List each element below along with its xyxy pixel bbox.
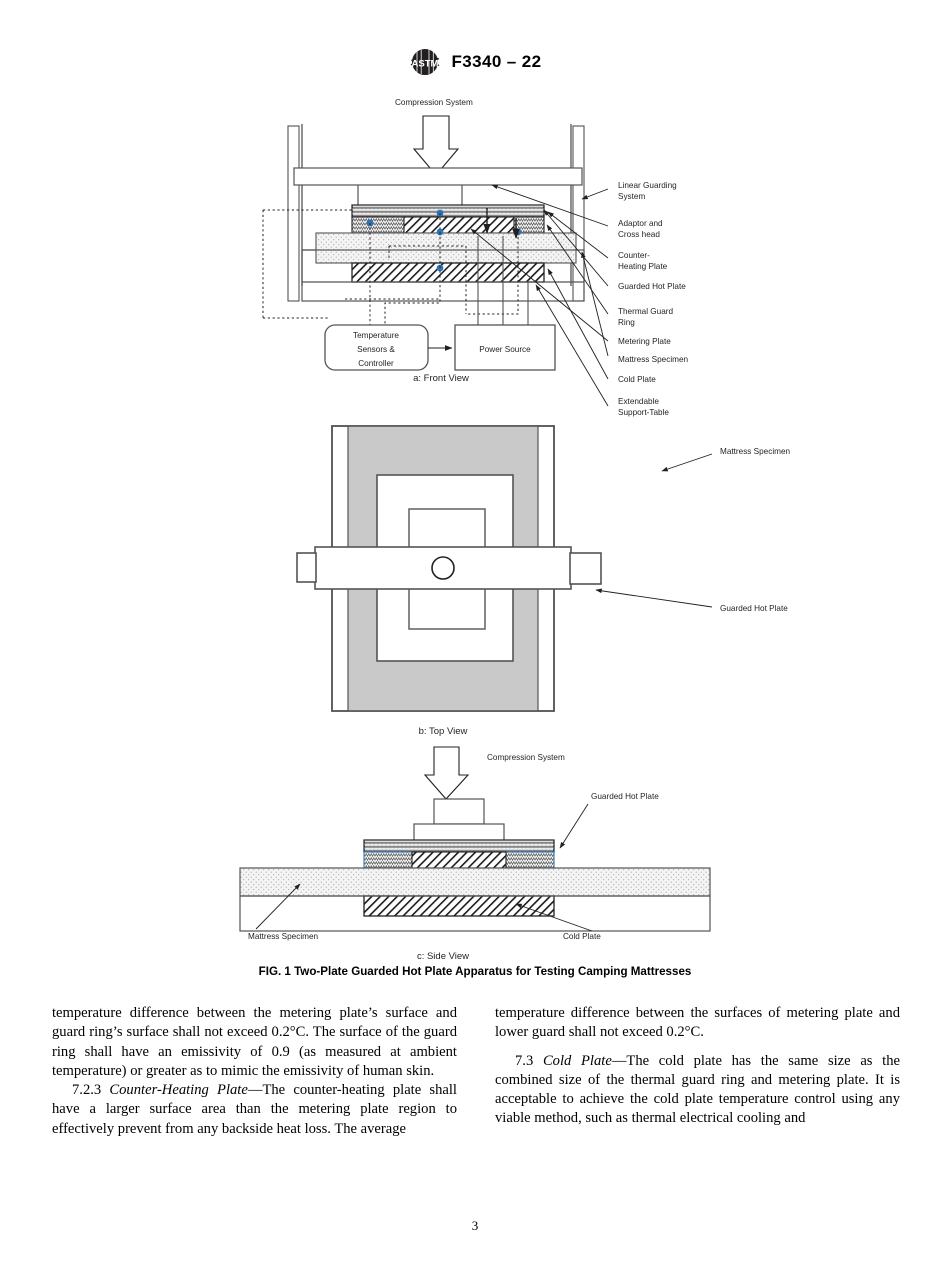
side-callout-leader-hot-plate (559, 803, 589, 849)
b-top-view-caption: b: Top View (419, 726, 468, 737)
body-text-columns: temperature difference between the meter… (52, 1004, 900, 1139)
temp-sensors-line1: Temperature (353, 331, 399, 340)
em-dash-right: — (611, 1052, 627, 1069)
figure-caption: FIG. 1 Two-Plate Guarded Hot Plate Appar… (258, 965, 692, 978)
side-view-diagram: Compression System Guarded Hot Plate (239, 746, 711, 962)
callout-linear-guarding-line2: System (618, 192, 645, 201)
em-dash-left: — (247, 1082, 263, 1098)
side-compression-system-label: Compression System (487, 753, 565, 762)
page-number: 3 (471, 1218, 479, 1233)
a-front-view-caption: a: Front View (413, 373, 469, 384)
section-number-7-2-3: 7.2.3 (72, 1082, 102, 1098)
counter-heating-plate (351, 204, 545, 218)
callout-adaptor-line1: Adaptor and (618, 219, 663, 228)
power-leads (477, 236, 529, 325)
svg-text:ASTM: ASTM (412, 59, 439, 70)
callout-extendable-line2: Support-Table (618, 408, 669, 417)
side-metering-plate (411, 851, 507, 869)
right-column: temperature difference between the surfa… (495, 1004, 900, 1139)
callout-adaptor-line2: Cross head (618, 230, 660, 239)
right-para-continued: temperature difference between the surfa… (495, 1005, 900, 1041)
front-view-diagram: Compression System (262, 98, 689, 417)
frame-post-right (572, 125, 585, 302)
temp-sensors-line3: Controller (358, 359, 394, 368)
callout-thermal-guard-line1: Thermal Guard (618, 307, 674, 316)
side-callout-leader-specimen (255, 883, 301, 930)
mattress-specimen-front (315, 232, 577, 264)
callout-counter-heating-line2: Heating Plate (618, 262, 668, 271)
left-column: temperature difference between the meter… (52, 1004, 457, 1139)
section-number-7-3: 7.3 (515, 1052, 534, 1069)
temp-sensors-line2: Sensors & (357, 345, 395, 354)
sensor-wiring (262, 209, 519, 326)
page-header: ASTM F3340 – 22 (0, 48, 950, 76)
side-adaptor-upper (433, 798, 485, 825)
power-source-label: Power Source (479, 345, 531, 354)
cross-bar-left-tab (296, 552, 317, 583)
front-compression-system-label: Compression System (395, 98, 473, 107)
right-para-7-3: 7.3 Cold Plate—The cold plate has the sa… (495, 1052, 900, 1129)
power-source-box (454, 324, 556, 371)
c-side-view-caption: c: Side View (417, 951, 469, 962)
callout-linear-guarding-line1: Linear Guarding (618, 181, 677, 190)
figure-1: Compression System (0, 86, 950, 971)
figure-1-svg: Compression System (239, 98, 791, 962)
left-para-7-2-3: 7.2.3 Counter-Heating Plate—The counter-… (52, 1081, 457, 1139)
side-cold-plate (363, 895, 555, 917)
metering-plate-upper (403, 216, 515, 234)
standard-designation: F3340 – 22 (451, 52, 542, 71)
side-callout-cold-plate: Cold Plate (563, 932, 601, 941)
side-counter-heating-plate (363, 839, 555, 853)
cross-bar-right-tab (569, 552, 602, 585)
callout-extendable-line1: Extendable (618, 397, 659, 406)
side-mattress-specimen (239, 867, 711, 897)
top-callout-leader-hot-plate (595, 588, 713, 608)
front-callout-leaders (470, 184, 609, 407)
section-term-counter-heating-plate: Counter-Heating Plate (109, 1082, 248, 1098)
side-callout-mattress-specimen: Mattress Specimen (248, 932, 319, 941)
callout-thermal-guard-line2: Ring (618, 318, 635, 327)
extendable-support-table (301, 249, 585, 302)
callout-counter-heating-line1: Counter- (618, 251, 650, 260)
callout-cold-plate-front: Cold Plate (618, 375, 656, 384)
callout-metering-plate: Metering Plate (618, 337, 671, 346)
top-callout-guarded-hot-plate: Guarded Hot Plate (720, 604, 788, 613)
cross-head-beam (293, 167, 583, 186)
compression-arrow-icon (412, 115, 460, 176)
section-body-7-3: The cold plate has the same size as the … (495, 1052, 900, 1127)
section-body-7-2-3: The counter-heating plate shall have a l… (52, 1082, 457, 1137)
side-adaptor-lower (413, 823, 505, 842)
side-callout-leader-cold-plate (515, 903, 593, 932)
top-view-center-hole (431, 556, 455, 580)
frame-post-left (287, 125, 300, 302)
section-term-cold-plate: Cold Plate (542, 1052, 612, 1069)
cold-plate-front (351, 262, 545, 283)
left-para-continued: temperature difference between the meter… (52, 1005, 457, 1079)
astm-logo-icon: ASTM (408, 48, 442, 76)
side-support-table (239, 895, 711, 932)
side-compression-arrow-icon (423, 746, 470, 800)
callout-mattress-specimen-front: Mattress Specimen (618, 355, 689, 364)
top-callout-leader-specimen (661, 453, 713, 472)
top-callout-mattress-specimen: Mattress Specimen (720, 447, 791, 456)
top-view-diagram: Mattress Specimen Guarded Hot Plate b: T… (296, 425, 791, 737)
callout-guarded-hot-plate: Guarded Hot Plate (618, 282, 686, 291)
side-callout-guarded-hot-plate: Guarded Hot Plate (591, 792, 659, 801)
